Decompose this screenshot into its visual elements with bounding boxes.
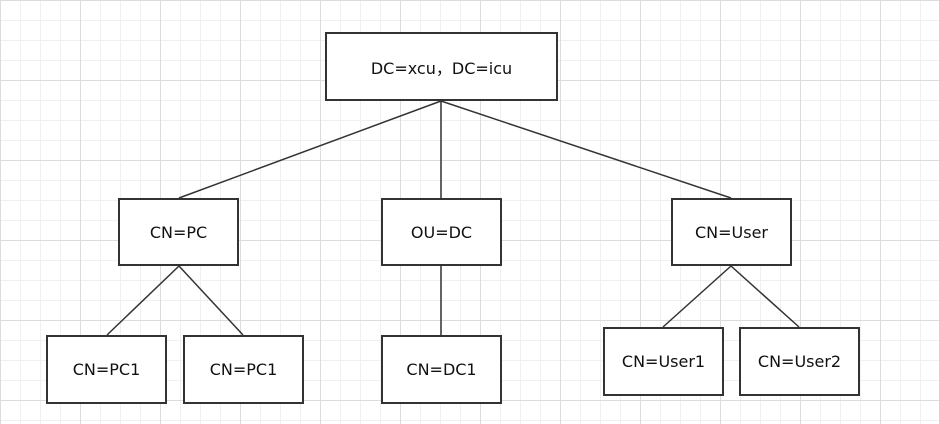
node-label: CN=User1 — [621, 352, 706, 371]
node-cn-user1[interactable]: CN=User1 — [603, 327, 724, 396]
node-root-domain[interactable]: DC=xcu，DC=icu — [325, 32, 558, 101]
node-ou-dc[interactable]: OU=DC — [381, 198, 502, 266]
node-label: CN=User2 — [757, 352, 842, 371]
node-label: CN=PC1 — [209, 360, 278, 379]
node-cn-user[interactable]: CN=User — [671, 198, 792, 266]
node-label: CN=User — [694, 222, 768, 242]
node-label: OU=DC — [410, 222, 473, 242]
node-label: CN=DC1 — [406, 360, 477, 379]
node-label: DC=xcu，DC=icu — [370, 58, 513, 78]
node-label: CN=PC1 — [72, 360, 141, 379]
node-cn-pc1-second[interactable]: CN=PC1 — [183, 335, 304, 404]
edge-root-pc — [178, 100, 442, 199]
node-cn-pc[interactable]: CN=PC — [118, 198, 239, 266]
node-cn-user2[interactable]: CN=User2 — [739, 327, 860, 396]
node-label: CN=PC — [149, 222, 208, 242]
edge-pc-pc1a — [106, 265, 180, 336]
edge-user-user1 — [662, 265, 732, 328]
edge-root-user — [440, 100, 732, 199]
node-cn-dc1[interactable]: CN=DC1 — [381, 335, 502, 404]
edge-user-user2 — [730, 265, 800, 328]
edge-pc-pc1b — [178, 265, 244, 336]
node-cn-pc1-first[interactable]: CN=PC1 — [46, 335, 167, 404]
